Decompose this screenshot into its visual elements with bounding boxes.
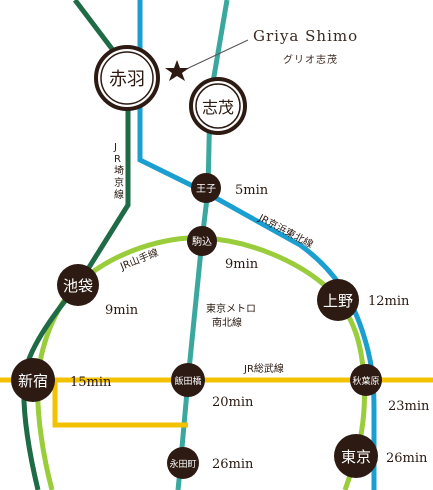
station-name: 赤羽 xyxy=(109,69,145,90)
station-name: 東京 xyxy=(341,448,371,466)
station-name: 王子 xyxy=(196,183,216,195)
station-tokyo: 東京 26min xyxy=(334,434,428,478)
destination-leader xyxy=(179,39,249,73)
svg-text:埼: 埼 xyxy=(114,164,124,177)
station-time: 5min xyxy=(235,183,269,198)
destination-name: Griya Shimo xyxy=(253,27,358,45)
station-ikebukuro: 池袋 9min xyxy=(57,264,139,318)
station-shinjuku: 新宿 15min xyxy=(11,358,112,402)
namboku-label-2: 南北線 xyxy=(212,316,242,329)
saikyo-label: J R 埼 京 線 xyxy=(113,142,124,201)
station-nagatacho: 永田町 26min xyxy=(167,447,254,479)
svg-text:京: 京 xyxy=(114,176,124,189)
station-ueno: 上野 12min xyxy=(317,279,410,321)
station-name: 池袋 xyxy=(63,277,93,295)
station-time: 9min xyxy=(225,257,259,272)
station-name: 新宿 xyxy=(18,372,48,390)
station-time: 23min xyxy=(388,399,430,414)
station-shimo: 志茂 xyxy=(189,77,247,135)
station-komagome: 駒込 9min xyxy=(187,226,259,272)
station-name: 秋葉原 xyxy=(352,375,379,387)
sobu-branch xyxy=(52,380,188,428)
station-time: 12min xyxy=(368,294,410,309)
svg-text:線: 線 xyxy=(114,188,124,201)
station-oji: 王子 5min xyxy=(191,173,269,203)
keihin-label: JR京浜東北線 xyxy=(256,211,316,251)
sobu-label: JR総武線 xyxy=(243,362,284,375)
station-akabane: 赤羽 xyxy=(94,45,160,111)
station-time: 15min xyxy=(70,375,112,390)
star-icon xyxy=(165,60,189,81)
station-iidabashi: 飯田橋 20min xyxy=(171,363,254,410)
station-time: 26min xyxy=(212,457,254,472)
station-akihabara: 秋葉原 23min xyxy=(350,364,430,414)
namboku-label-1: 東京メトロ xyxy=(206,302,256,315)
station-name: 飯田橋 xyxy=(174,375,201,387)
station-time: 20min xyxy=(212,395,254,410)
yamanote-line xyxy=(70,235,367,490)
station-time: 26min xyxy=(386,451,428,466)
station-name: 駒込 xyxy=(192,236,212,248)
svg-text:R: R xyxy=(114,154,121,165)
station-name: 永田町 xyxy=(169,458,196,470)
station-time: 9min xyxy=(105,303,139,318)
station-name: 志茂 xyxy=(202,98,234,117)
destination-name-ja: グリオ志茂 xyxy=(283,53,338,66)
station-name: 上野 xyxy=(323,292,353,310)
svg-text:J: J xyxy=(113,142,117,153)
